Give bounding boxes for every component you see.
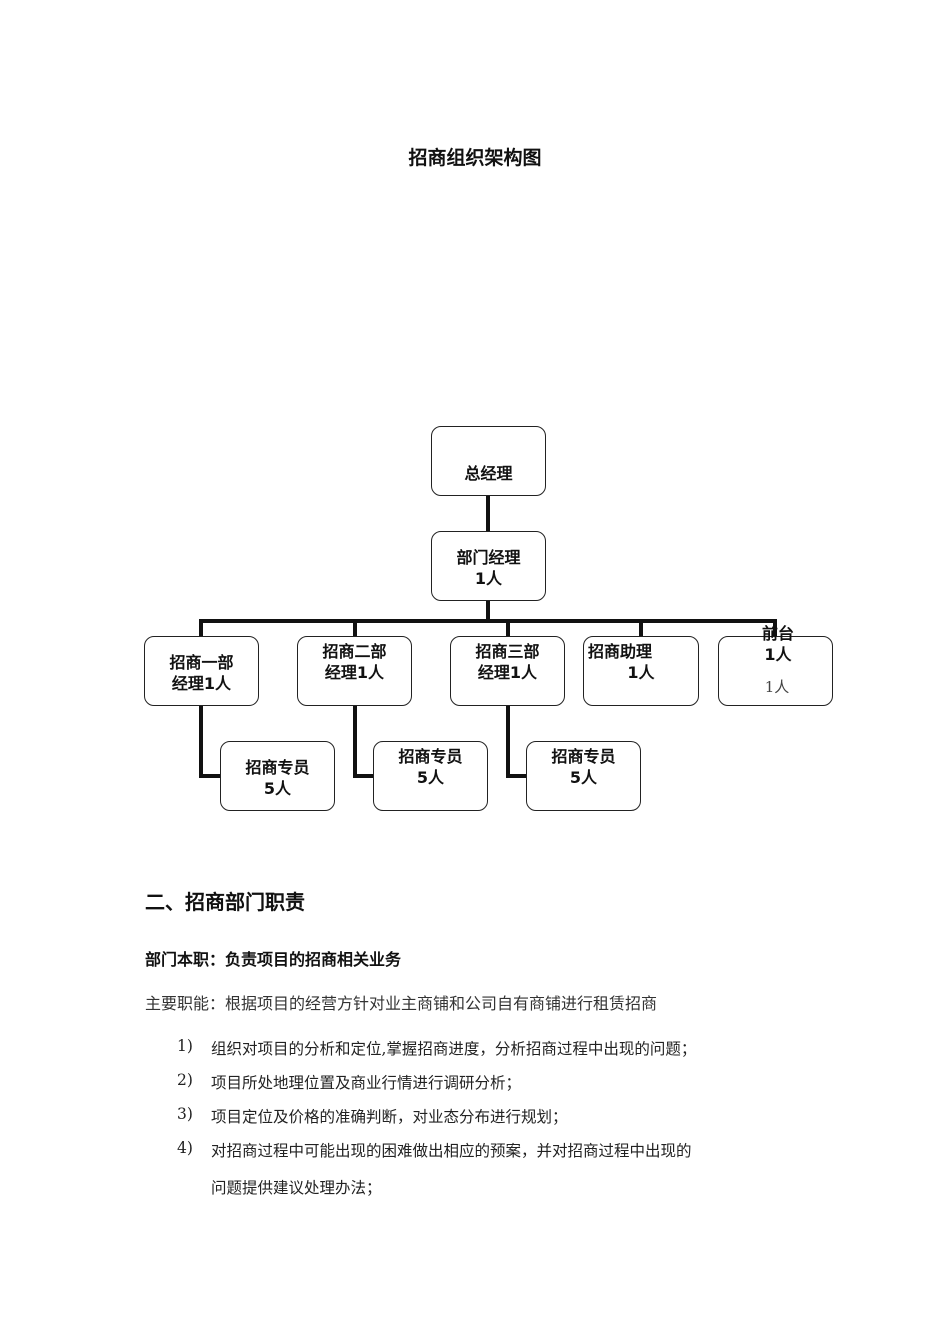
list-item-number: 1) — [177, 1037, 193, 1055]
org-box-general-manager: 总经理 — [431, 426, 546, 496]
org-box-label: 前台 — [761, 624, 794, 643]
org-box-label: 招商专员 — [551, 747, 616, 766]
connector-dept3-staff-h — [506, 774, 527, 778]
connector-dept2-staff-v — [353, 706, 357, 778]
connector-bus-dept2 — [353, 619, 357, 637]
department-duty: 部门本职：负责项目的招商相关业务 — [145, 950, 402, 969]
connector-horizontal-bus — [199, 619, 777, 623]
connector-bus-assistant — [639, 619, 643, 637]
org-box-count: 5人 — [263, 779, 292, 798]
section-heading: 二、招商部门职责 — [145, 890, 305, 914]
connector-gm-manager — [486, 495, 490, 531]
org-box-label: 招商专员 — [245, 758, 310, 777]
org-box-dept2: 招商二部 经理1人 — [297, 636, 412, 706]
org-box-count: 5人 — [569, 768, 598, 787]
org-box-label: 招商助理 — [588, 642, 653, 661]
connector-dept1-staff-h — [199, 774, 221, 778]
org-box-dept3: 招商三部 经理1人 — [450, 636, 565, 706]
org-box-staff3: 招商专员 5人 — [526, 741, 641, 811]
org-box-department-manager: 部门经理 1人 — [431, 531, 546, 601]
org-box-count: 经理1人 — [477, 663, 538, 682]
org-box-staff1: 招商专员 5人 — [220, 741, 335, 811]
connector-bus-reception — [773, 619, 777, 637]
connector-dept1-staff-v — [199, 706, 203, 778]
list-item-text: 问题提供建议处理办法； — [211, 1179, 382, 1197]
org-box-label: 部门经理 — [456, 548, 521, 567]
org-box-label: 招商二部 — [322, 642, 387, 661]
org-box-label: 总经理 — [464, 464, 513, 483]
connector-manager-bus — [486, 601, 490, 621]
list-item-number: 2) — [177, 1071, 193, 1089]
list-item-number: 4) — [177, 1139, 193, 1157]
org-box-count-secondary: 1人 — [764, 678, 790, 696]
list-item-number: 3) — [177, 1105, 193, 1123]
org-box-label: 招商一部 — [169, 653, 234, 672]
main-functions: 主要职能：根据项目的经营方针对业主商铺和公司自有商铺进行租赁招商 — [145, 994, 658, 1013]
org-box-assistant: 招商助理 1人 — [583, 636, 699, 706]
org-box-dept1: 招商一部 经理1人 — [144, 636, 259, 706]
org-box-label: 招商专员 — [398, 747, 463, 766]
connector-bus-dept1 — [199, 619, 203, 637]
connector-bus-dept3 — [506, 619, 510, 637]
connector-dept3-staff-v — [506, 706, 510, 778]
org-box-reception: 前台 1人 1人 — [718, 624, 833, 706]
list-item-text: 对招商过程中可能出现的困难做出相应的预案，并对招商过程中出现的 — [211, 1142, 692, 1160]
org-box-count: 1人 — [764, 645, 792, 664]
org-box-staff2: 招商专员 5人 — [373, 741, 488, 811]
org-box-count: 1人 — [474, 569, 503, 588]
page-title: 招商组织架构图 — [408, 147, 542, 169]
org-box-count: 5人 — [416, 768, 445, 787]
list-item-text: 项目定位及价格的准确判断，对业态分布进行规划； — [211, 1108, 568, 1126]
org-box-count: 经理1人 — [324, 663, 385, 682]
connector-dept2-staff-h — [353, 774, 374, 778]
list-item-text: 项目所处地理位置及商业行情进行调研分析； — [211, 1074, 522, 1092]
org-box-count: 1人 — [627, 663, 655, 682]
org-box-label: 招商三部 — [475, 642, 540, 661]
org-box-count: 经理1人 — [171, 674, 232, 693]
list-item-text: 组织对项目的分析和定位,掌握招商进度，分析招商过程中出现的问题； — [211, 1040, 697, 1058]
